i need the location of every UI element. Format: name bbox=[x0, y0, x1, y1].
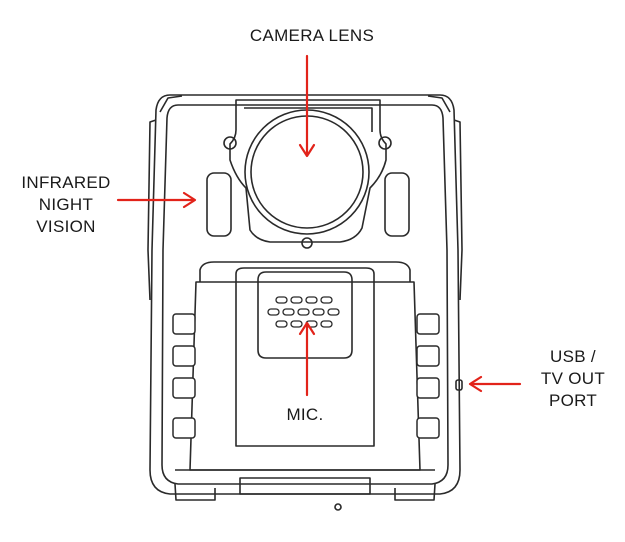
clip-outer bbox=[199, 261, 411, 282]
bottom-foot-right bbox=[394, 483, 436, 501]
infrared-line-2: NIGHT bbox=[38, 195, 94, 214]
right-side-button bbox=[416, 313, 440, 335]
mic-hole bbox=[305, 296, 318, 304]
clip-tab bbox=[257, 271, 353, 359]
lens-housing-inner bbox=[244, 107, 373, 132]
bottom-foot-left bbox=[174, 483, 216, 501]
camera-lens-text: CAMERA LENS bbox=[249, 26, 375, 45]
mic-hole bbox=[275, 296, 288, 304]
usb-tv-out-port-label: USB / TV OUT PORT bbox=[528, 346, 618, 412]
camera-lens-arrow bbox=[298, 54, 316, 158]
usb-port bbox=[455, 379, 463, 391]
right-side-button bbox=[416, 345, 440, 367]
ir-window-right bbox=[384, 172, 410, 237]
top-left-notch bbox=[159, 95, 183, 113]
mic-text: MIC. bbox=[286, 405, 324, 424]
infrared-line-1: INFRARED bbox=[21, 173, 111, 192]
clip-frame bbox=[189, 281, 421, 471]
infrared-night-vision-label: INFRARED NIGHT VISION bbox=[10, 172, 122, 238]
right-side-button bbox=[416, 417, 440, 439]
mic-hole bbox=[275, 320, 288, 328]
top-right-notch bbox=[427, 95, 451, 113]
mic-label: MIC. bbox=[270, 404, 340, 426]
mic-arrow bbox=[298, 321, 316, 397]
lens-screw-right bbox=[378, 136, 392, 150]
mic-hole bbox=[290, 320, 303, 328]
lens-screw-left bbox=[223, 136, 237, 150]
mic-hole bbox=[312, 308, 325, 316]
left-side-button bbox=[172, 417, 196, 439]
right-edge-grip bbox=[453, 119, 463, 301]
left-edge-grip bbox=[147, 119, 157, 301]
lens-screw-bottom bbox=[301, 237, 313, 249]
right-side-button bbox=[416, 377, 440, 399]
usb-line-3: PORT bbox=[548, 391, 598, 410]
left-side-button bbox=[172, 313, 196, 335]
bottom-plate bbox=[239, 477, 371, 495]
mic-hole bbox=[267, 308, 280, 316]
usb-line-1: USB / bbox=[550, 347, 596, 366]
infrared-line-3: VISION bbox=[36, 217, 96, 236]
infrared-arrow bbox=[116, 191, 197, 209]
ir-window-left bbox=[206, 172, 232, 237]
bottom-pin bbox=[334, 503, 342, 511]
mic-hole bbox=[320, 296, 333, 304]
mic-hole bbox=[290, 296, 303, 304]
mic-hole bbox=[320, 320, 333, 328]
usb-port-arrow bbox=[468, 375, 522, 393]
left-side-button bbox=[172, 345, 196, 367]
usb-line-2: TV OUT bbox=[540, 369, 606, 388]
clip-plate bbox=[235, 267, 375, 447]
left-side-button bbox=[172, 377, 196, 399]
mic-hole bbox=[327, 308, 340, 316]
camera-outer-shell bbox=[149, 94, 461, 495]
mic-hole bbox=[297, 308, 310, 316]
camera-inner-rim bbox=[161, 104, 449, 485]
camera-lens-label: CAMERA LENS bbox=[232, 25, 392, 47]
mic-hole bbox=[282, 308, 295, 316]
